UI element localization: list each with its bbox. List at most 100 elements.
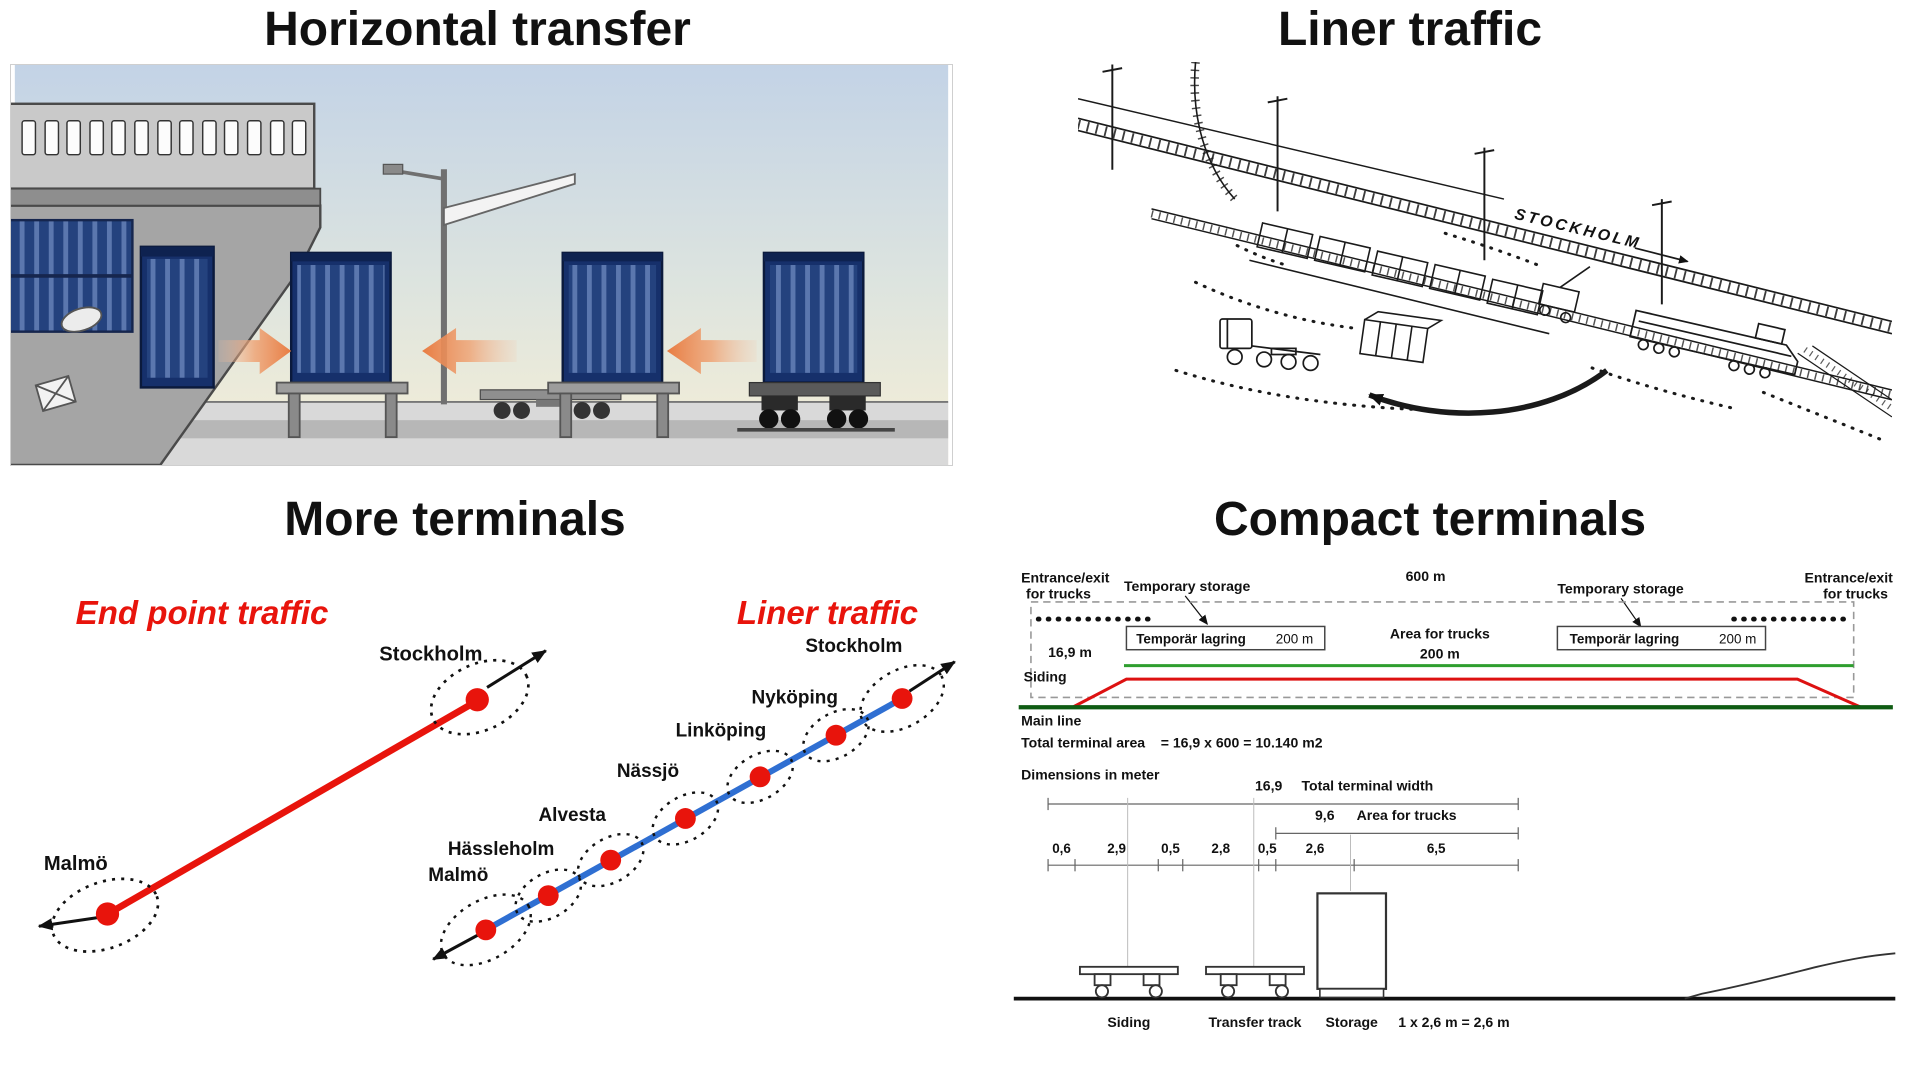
area-for-trucks-label: Area for trucks	[1390, 626, 1490, 642]
label-transfer-track: Transfer track	[1208, 1014, 1301, 1030]
station-label: Malmö	[428, 865, 488, 886]
branch-curve	[1190, 62, 1238, 202]
segment-dims: 0,6 2,9 0,5 2,8 0,5 2,6 6,5	[1052, 841, 1446, 856]
dim-value: 2,9	[1107, 841, 1126, 856]
label-storage-calc: 1 x 2,6 m = 2,6 m	[1398, 1014, 1509, 1030]
more-terminals-figure: End point traffic Stockholm Malmö Liner …	[37, 595, 956, 967]
quay-road	[14, 420, 949, 439]
temporary-storage-left: Temporary storage	[1124, 578, 1251, 594]
guide-lines	[1127, 797, 1351, 967]
container-on-ship-edge	[139, 245, 215, 389]
siding-plan-label: Siding	[1024, 669, 1067, 685]
trucks-width-label: Area for trucks	[1357, 807, 1457, 823]
station-dot-malmo	[95, 902, 120, 926]
trucks-width-value: 9,6	[1315, 807, 1335, 823]
station-label: Stockholm	[805, 636, 902, 657]
dim-value: 0,6	[1052, 841, 1071, 856]
lagring-box-right: Temporär lagring 200 m	[1556, 625, 1767, 651]
total-length-label: 600 m	[1406, 568, 1446, 584]
right-embankment	[1797, 345, 1892, 418]
entrance-left-line1: Entrance/exit	[1021, 569, 1110, 585]
total-area-label: Total terminal area	[1021, 735, 1145, 751]
entrance-right-line2: for trucks	[1823, 585, 1888, 601]
end-point-traffic-diagram: End point traffic Stockholm Malmö	[37, 595, 547, 953]
liner-traffic-figure: STOCKHOLM	[1078, 62, 1892, 443]
siding-wagon	[1078, 965, 1179, 999]
total-width-label: Total terminal width	[1302, 778, 1434, 794]
panel-title-horizontal-transfer: Horizontal transfer	[264, 3, 691, 56]
main-line-label: Main line	[1021, 713, 1081, 729]
pointer-left	[1184, 595, 1208, 625]
label-siding: Siding	[1107, 1014, 1150, 1030]
entrance-left-line2: for trucks	[1026, 585, 1091, 601]
station-dot-stockholm	[465, 688, 489, 712]
terminal-plan-view: Entrance/exit for trucks Entrance/exit f…	[1018, 568, 1894, 782]
container-wagons	[1249, 222, 1550, 335]
lagring-left-label: Temporär lagring	[1136, 632, 1246, 647]
total-width-value: 16,9	[1255, 778, 1283, 794]
end-point-traffic-label: End point traffic	[76, 595, 329, 632]
truck	[1219, 318, 1321, 372]
terminal-boundary-dashed	[1030, 601, 1855, 699]
truck-flow-arrow	[1368, 368, 1609, 416]
container-stand-1	[275, 381, 409, 439]
terminal-cross-section: Siding Transfer track Storage 1 x 2,6 m …	[1013, 797, 1896, 1030]
container-3	[762, 251, 865, 384]
liner-station-labels: Malmö Hässleholm Alvesta Nässjö Linköpin…	[428, 636, 902, 886]
storage-container	[1316, 892, 1388, 999]
station-label: Hässleholm	[448, 839, 554, 860]
direction-arrow	[1634, 247, 1689, 264]
ground-container-box	[1359, 310, 1444, 364]
lagring-right-label: Temporär lagring	[1570, 632, 1680, 647]
container-1	[289, 251, 392, 384]
transfer-track-wagon	[1205, 965, 1305, 999]
end-point-route-line	[108, 699, 477, 916]
station-label-malmo: Malmö	[44, 853, 108, 875]
pole-jib	[443, 172, 576, 227]
rail-wagon	[737, 381, 895, 432]
dimensions-note: Dimensions in meter	[1021, 766, 1160, 782]
panel-title-liner-traffic: Liner traffic	[1277, 3, 1543, 56]
outbound-arrow-malmo	[37, 916, 98, 931]
lagring-left-length: 200 m	[1276, 632, 1313, 647]
horizontal-transfer-figure	[10, 64, 953, 466]
dim-value: 0,5	[1258, 841, 1277, 856]
station-label: Alvesta	[538, 805, 606, 826]
liner-arrow-south	[432, 933, 480, 961]
station-label: Nyköping	[752, 687, 838, 708]
catchment-ellipse-stockholm	[429, 658, 530, 736]
transfer-arrow-right	[218, 328, 292, 375]
terminal-width-label: 16,9 m	[1048, 644, 1092, 660]
compact-terminals-figure: Entrance/exit for trucks Entrance/exit f…	[1013, 568, 1896, 1030]
transfer-arrow-left-2	[666, 328, 757, 375]
lifeboat	[60, 306, 103, 333]
dim-value: 6,5	[1427, 841, 1446, 856]
liner-traffic-label: Liner traffic	[737, 595, 918, 632]
section-labels: Siding Transfer track Storage 1 x 2,6 m …	[1107, 1014, 1509, 1030]
station-label: Nässjö	[617, 761, 679, 782]
lagring-box-left: Temporär lagring 200 m	[1125, 625, 1326, 651]
pointer-right	[1620, 597, 1642, 628]
entrance-right-line1: Entrance/exit	[1805, 569, 1894, 585]
dimension-rows: 16,9 Total terminal width 9,6 Area for t…	[1047, 778, 1519, 872]
reach-stacker	[1537, 266, 1591, 324]
dim-value: 0,5	[1161, 841, 1180, 856]
dim-value: 2,8	[1211, 841, 1230, 856]
container-2	[561, 251, 664, 384]
station-label: Linköping	[676, 720, 767, 741]
label-storage: Storage	[1326, 1014, 1379, 1030]
transfer-arrow-left-1	[422, 328, 517, 375]
gravel-stipple	[1174, 231, 1888, 443]
dim-value: 2,6	[1306, 841, 1325, 856]
panel-title-compact-terminals: Compact terminals	[1213, 493, 1647, 546]
siding-track-red	[1071, 677, 1862, 709]
liner-station-dots	[475, 688, 913, 941]
panel-title-more-terminals: More terminals	[284, 493, 626, 546]
catenary-poles	[1102, 64, 1672, 305]
total-area-value: = 16,9 x 600 = 10.140 m2	[1161, 735, 1323, 751]
outbound-arrow-stockholm	[486, 649, 547, 689]
lagring-right-length: 200 m	[1719, 632, 1756, 647]
area-for-trucks-length: 200 m	[1420, 645, 1460, 661]
container-stand-2	[547, 381, 680, 439]
